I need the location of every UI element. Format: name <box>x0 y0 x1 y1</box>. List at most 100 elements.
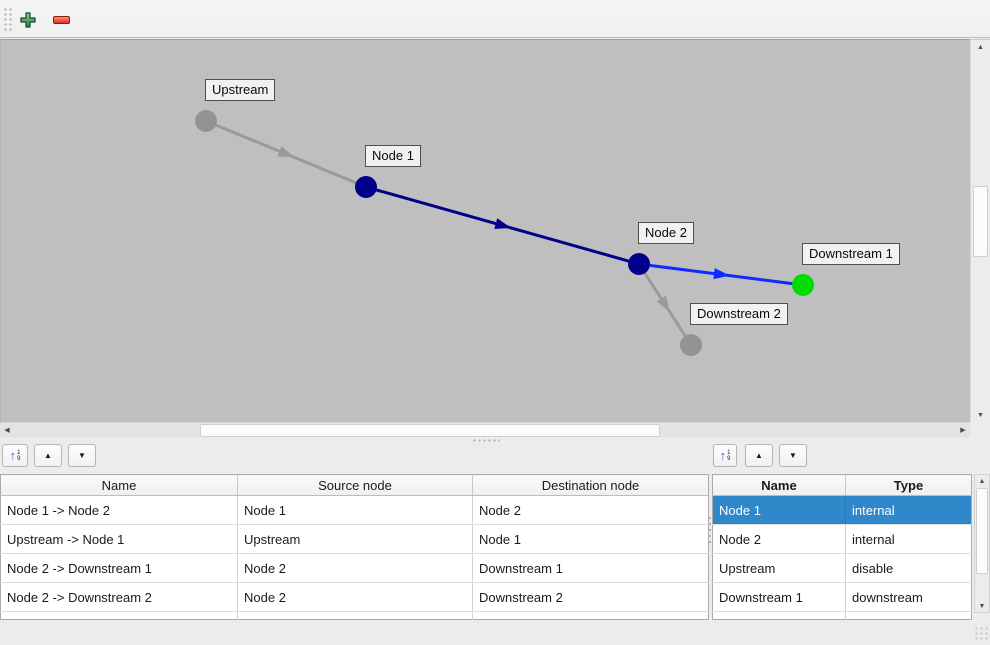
scroll-up-icon: ▲ <box>977 43 984 51</box>
edges-move-down-button[interactable]: ▼ <box>68 444 96 467</box>
window-resize-grip[interactable] <box>974 626 988 640</box>
nodes-table-scrollbar[interactable]: ▲ ▼ <box>974 474 990 613</box>
column-header[interactable]: Source node <box>237 474 473 496</box>
scroll-down-icon: ▼ <box>978 602 986 610</box>
nodes-move-up-button[interactable]: ▲ <box>745 444 773 467</box>
empty-row <box>712 611 972 620</box>
column-header[interactable]: Name <box>0 474 238 496</box>
node-label[interactable]: Upstream <box>205 79 276 101</box>
splitter-grip-icon <box>472 439 500 442</box>
column-header[interactable]: Destination node <box>472 474 709 496</box>
table-cell[interactable]: Node 2 <box>712 524 846 554</box>
table-cell[interactable]: disable <box>845 553 972 583</box>
table-cell[interactable]: internal <box>845 524 972 554</box>
empty-cell <box>472 611 709 620</box>
graph-node[interactable] <box>792 274 814 296</box>
up-triangle-icon: ▲ <box>755 450 763 460</box>
edge-arrow-icon <box>713 268 730 280</box>
table-cell[interactable]: Downstream 1 <box>472 553 709 583</box>
scroll-up-icon: ▲ <box>978 477 986 485</box>
scroll-up-button[interactable]: ▲ <box>971 40 990 54</box>
graph-node[interactable] <box>628 253 650 275</box>
table-cell[interactable]: Upstream <box>712 553 846 583</box>
minus-icon <box>52 16 70 24</box>
edge-arrow-icon <box>494 218 512 229</box>
empty-cell <box>845 611 972 620</box>
table-scroll-thumb[interactable] <box>976 488 988 574</box>
table-cell[interactable]: Upstream <box>237 524 473 554</box>
table-cell[interactable]: Node 1 <box>237 495 473 525</box>
down-triangle-icon: ▼ <box>789 450 797 460</box>
toolbar-drag-handle[interactable] <box>3 7 12 32</box>
scroll-left-icon: ◀ <box>4 426 10 434</box>
table-cell[interactable]: Downstream 2 <box>472 582 709 612</box>
panel-splitter-grip[interactable] <box>708 515 712 545</box>
table-cell[interactable]: Node 1 -> Node 2 <box>0 495 238 525</box>
node-label[interactable]: Downstream 1 <box>802 243 900 265</box>
graph-svg <box>195 110 814 356</box>
table-cell[interactable]: Node 2 <box>472 495 709 525</box>
horizontal-scroll-thumb[interactable] <box>200 424 660 437</box>
remove-button[interactable] <box>49 8 73 32</box>
scroll-down-icon: ▼ <box>977 411 984 419</box>
down-triangle-icon: ▼ <box>78 450 86 460</box>
scroll-down-button[interactable]: ▼ <box>971 408 990 422</box>
node-label[interactable]: Node 2 <box>638 222 694 244</box>
graph-node[interactable] <box>680 334 702 356</box>
table-cell[interactable]: Node 2 -> Downstream 1 <box>0 553 238 583</box>
table-cell[interactable]: Node 1 <box>472 524 709 554</box>
graph-node[interactable] <box>355 176 377 198</box>
column-header[interactable]: Type <box>845 474 972 496</box>
empty-cell <box>0 611 238 620</box>
add-button[interactable] <box>16 8 40 32</box>
node-label[interactable]: Downstream 2 <box>690 303 788 325</box>
node-label[interactable]: Node 1 <box>365 145 421 167</box>
plus-icon <box>20 12 36 28</box>
pane-splitter[interactable] <box>0 437 990 443</box>
empty-row <box>0 611 709 620</box>
empty-cell <box>712 611 846 620</box>
canvas-horizontal-scrollbar[interactable]: ◀ ▶ <box>0 422 970 437</box>
scroll-right-icon: ▶ <box>960 426 966 434</box>
empty-cell <box>237 611 473 620</box>
table-cell[interactable]: Upstream -> Node 1 <box>0 524 238 554</box>
table-cell[interactable]: Node 1 <box>712 495 846 525</box>
scroll-up-button[interactable]: ▲ <box>975 475 989 487</box>
scroll-down-button[interactable]: ▼ <box>975 600 989 612</box>
table-cell[interactable]: Downstream 1 <box>712 582 846 612</box>
graph-node[interactable] <box>195 110 217 132</box>
scroll-left-button[interactable]: ◀ <box>0 423 14 437</box>
table-cell[interactable]: downstream <box>845 582 972 612</box>
canvas-vertical-scrollbar[interactable]: ▲ ▼ <box>970 39 990 422</box>
table-cell[interactable]: Node 2 <box>237 582 473 612</box>
edges-move-up-button[interactable]: ▲ <box>34 444 62 467</box>
scroll-right-button[interactable]: ▶ <box>956 423 970 437</box>
up-triangle-icon: ▲ <box>44 450 52 460</box>
main-toolbar <box>0 0 990 38</box>
edge-arrow-icon <box>656 295 670 313</box>
table-cell[interactable]: internal <box>845 495 972 525</box>
nodes-move-down-button[interactable]: ▼ <box>779 444 807 467</box>
column-header[interactable]: Name <box>712 474 846 496</box>
table-cell[interactable]: Node 2 <box>237 553 473 583</box>
scrollbar-corner <box>970 422 990 437</box>
vertical-scroll-thumb[interactable] <box>973 186 988 257</box>
table-cell[interactable]: Node 2 -> Downstream 2 <box>0 582 238 612</box>
